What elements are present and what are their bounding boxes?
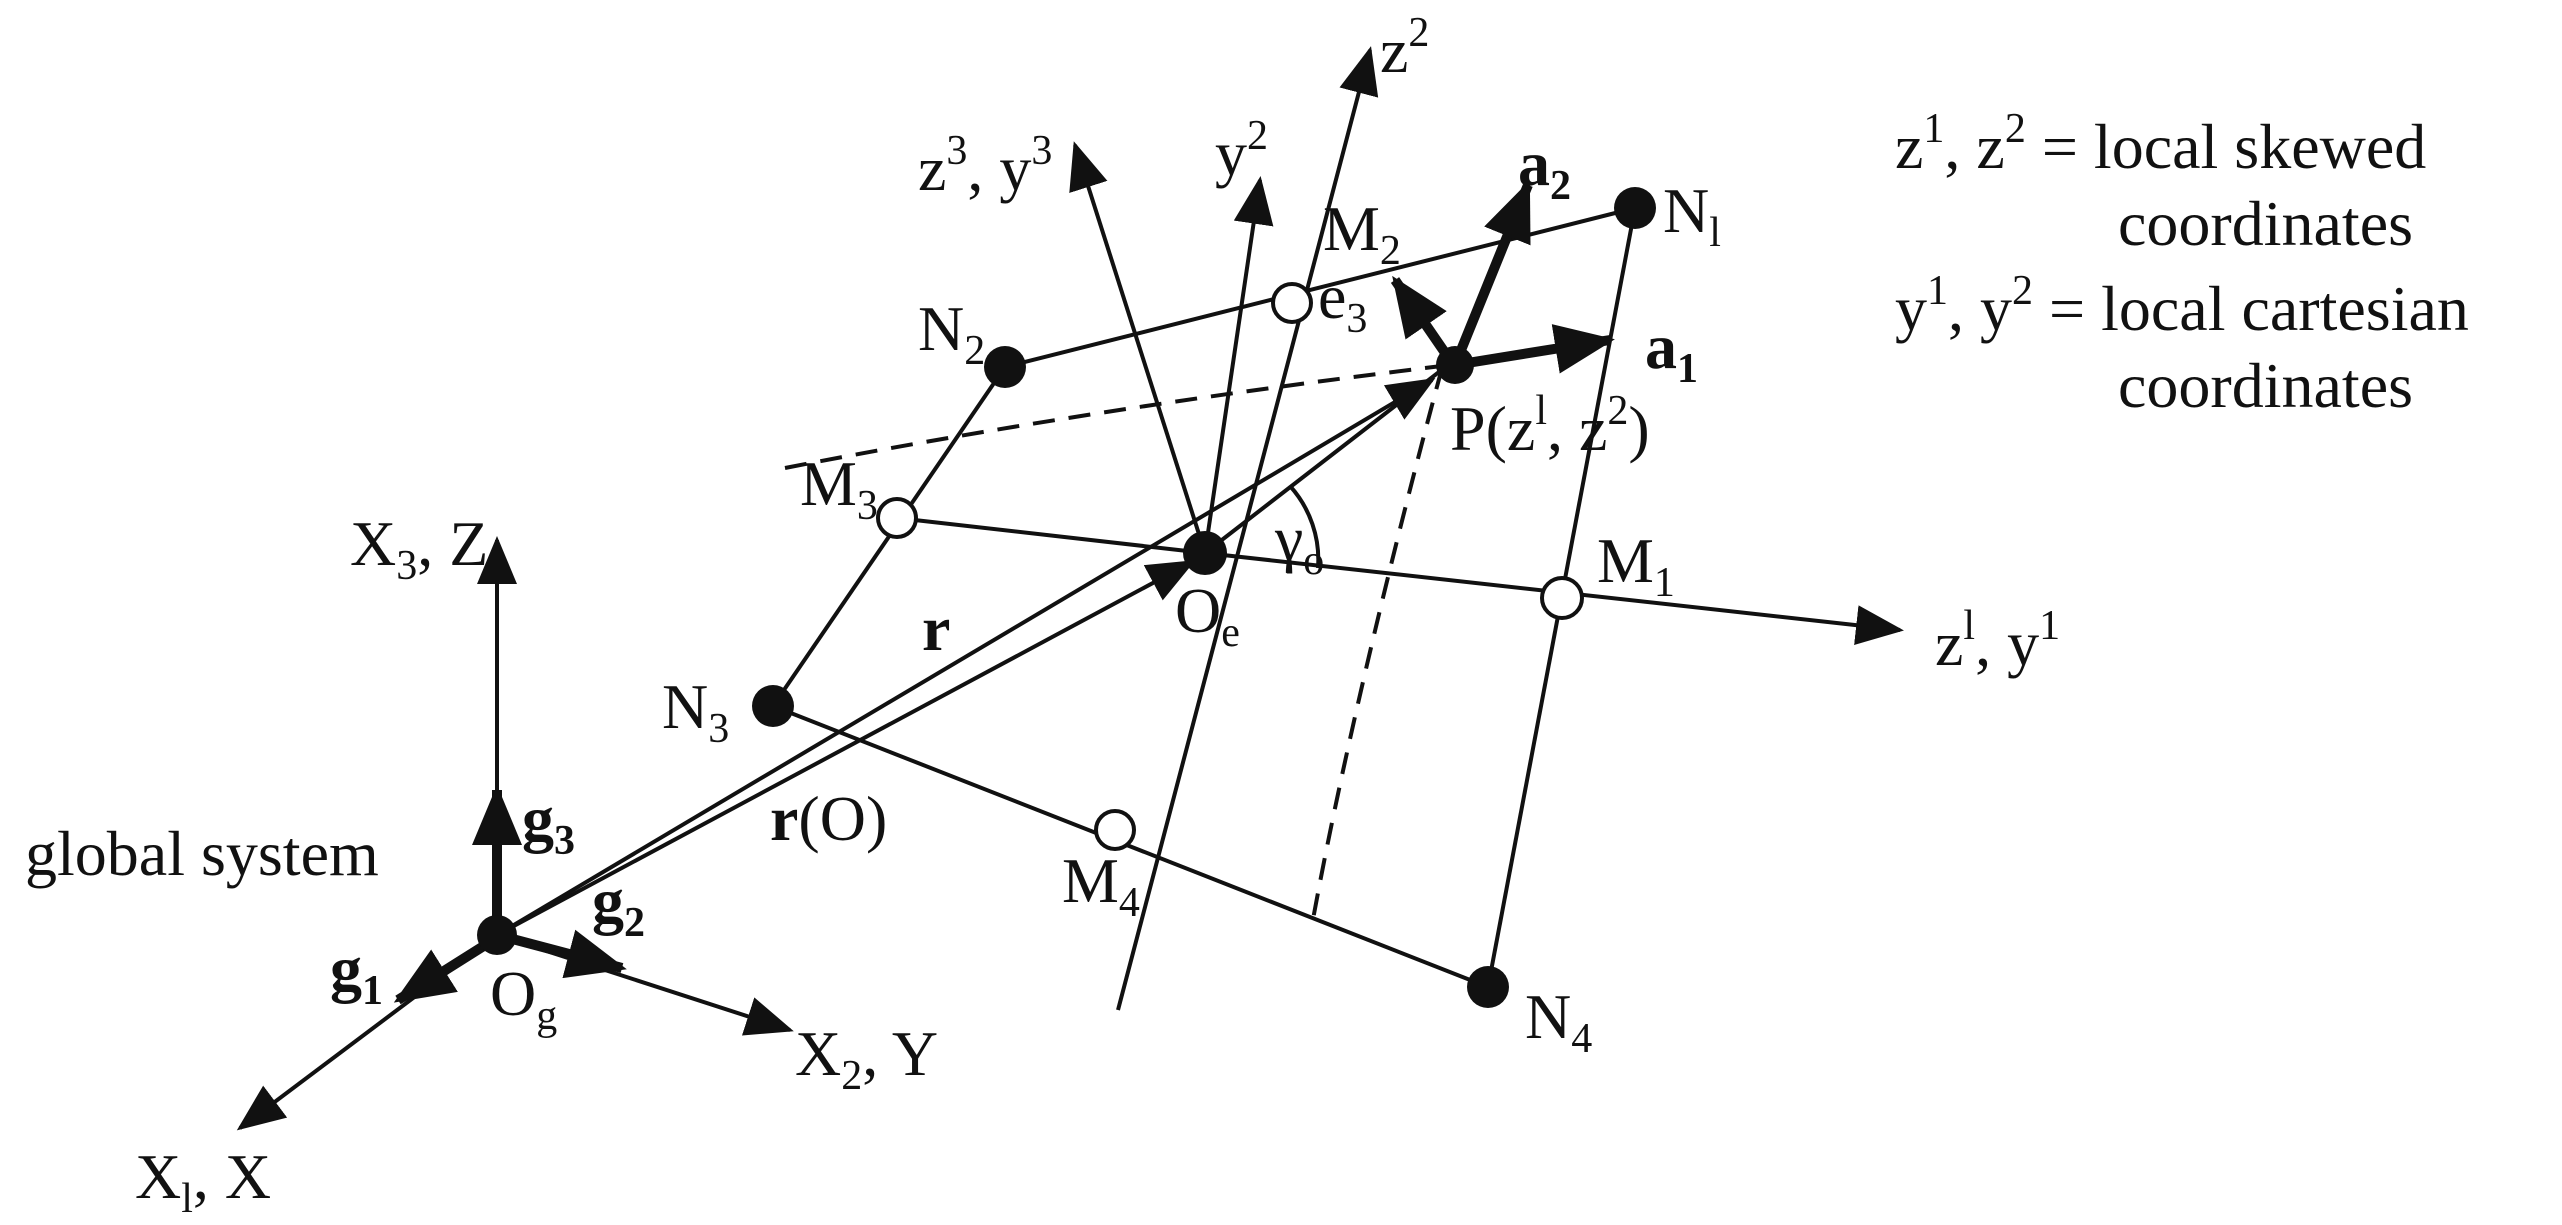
label-a2: a2 — [1518, 128, 1571, 209]
midnode-m2 — [1271, 282, 1313, 324]
vector-r-origin — [496, 560, 1196, 937]
label-z3-y3: z3, y3 — [918, 128, 1052, 204]
label-m2: M2 — [1323, 193, 1401, 274]
label-z2: z2 — [1380, 10, 1429, 86]
label-a1: a1 — [1645, 311, 1698, 392]
label-m1: M1 — [1597, 525, 1675, 606]
point-og — [477, 915, 517, 955]
midnode-m3 — [876, 497, 918, 539]
midnode-m4 — [1094, 809, 1136, 851]
vector-g1 — [393, 937, 493, 1005]
edge-n3-n4 — [772, 704, 1489, 989]
label-r-o: r(O) — [770, 783, 887, 854]
label-g1: g1 — [330, 933, 383, 1014]
legend-line-3: y1, y2 = local cartesian — [1895, 268, 2469, 344]
label-g3: g3 — [522, 783, 575, 864]
vector-a1 — [1454, 324, 1615, 374]
legend: z1, z2 = local skewed coordinates y1, y2… — [1895, 106, 2469, 421]
angle-gamma-arc — [1288, 484, 1321, 569]
legend-line-4: coordinates — [2118, 350, 2413, 421]
node-n2 — [984, 346, 1026, 388]
legend-line-2: coordinates — [2118, 188, 2413, 259]
line-oe-m3 — [896, 516, 1206, 555]
label-p: P(zl, z2) — [1450, 388, 1650, 464]
label-r: r — [922, 593, 950, 664]
axis-z3-y3 — [1069, 141, 1207, 554]
node-n4 — [1467, 966, 1509, 1008]
vector-r-point — [495, 377, 1436, 937]
vector-e3 — [1390, 275, 1455, 363]
label-y2: y2 — [1215, 113, 1268, 189]
vector-a2 — [1450, 180, 1533, 367]
midnode-m1 — [1540, 576, 1584, 620]
axis-y2 — [1203, 176, 1274, 554]
label-gamma: γo — [1274, 503, 1324, 584]
label-n1: Nl — [1663, 175, 1721, 256]
dashed-curve-z2 — [1310, 367, 1444, 926]
label-global-system: global system — [25, 818, 379, 889]
label-n4: N4 — [1525, 981, 1592, 1062]
label-e3: e3 — [1318, 261, 1367, 342]
label-z1-y1: zl, y1 — [1935, 603, 2060, 679]
legend-line-1: z1, z2 = local skewed — [1895, 106, 2426, 182]
label-x3-z: X3, Z — [350, 508, 488, 589]
label-n3: N3 — [662, 671, 729, 752]
point-oe — [1183, 531, 1227, 575]
vector-g2 — [503, 929, 627, 979]
label-g2: g2 — [592, 865, 645, 946]
label-oe: Oe — [1175, 575, 1240, 656]
label-x1-x: Xl, X — [135, 1141, 271, 1222]
node-n1 — [1614, 187, 1656, 229]
dashed-curve-z1 — [784, 363, 1451, 470]
label-m3: M3 — [800, 448, 878, 529]
label-n2: N2 — [918, 293, 985, 374]
node-n3 — [752, 685, 794, 727]
label-m4: M4 — [1062, 845, 1140, 926]
label-og: Og — [490, 958, 557, 1039]
label-x2-y: X2, Y — [795, 1018, 938, 1099]
point-p — [1436, 346, 1474, 384]
axis-z2 — [1116, 46, 1379, 1011]
